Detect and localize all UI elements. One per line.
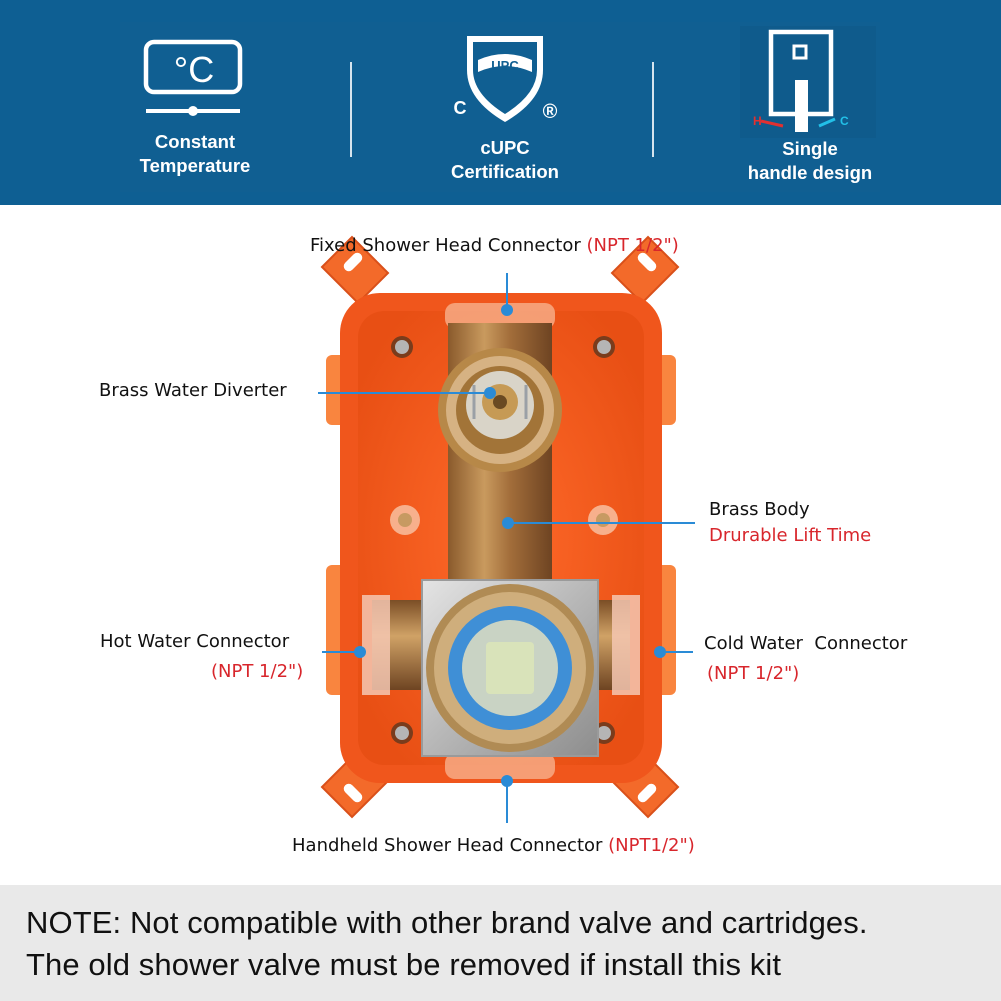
feature-label-line2: Certification xyxy=(451,161,559,182)
note-line-1: NOTE: Not compatible with other brand va… xyxy=(26,905,868,940)
feature-constant-temperature: °C Constant Temperature xyxy=(80,22,310,192)
cupc-badge-c: C xyxy=(454,98,467,118)
callout-label: Brass Water Diverter xyxy=(99,380,287,401)
banner-divider xyxy=(652,62,654,157)
cupc-badge-top: UPC xyxy=(491,58,519,73)
feature-label-line1: Single xyxy=(782,138,838,159)
valve-diagram: Fixed Shower Head Connector (NPT 1/2") B… xyxy=(0,205,1001,885)
callout-brass-body: Brass Body xyxy=(709,499,810,520)
callout-label: Brass Body xyxy=(709,499,810,520)
callout-spec: (NPT 1/2") xyxy=(586,235,679,256)
feature-banner: °C Constant Temperature UPC C ® cUPC Cer… xyxy=(0,0,1001,205)
callout-hot-water-connector: Hot Water Connector xyxy=(100,631,289,652)
valve-illustration xyxy=(318,235,695,823)
compatibility-note: NOTE: Not compatible with other brand va… xyxy=(0,885,1001,1001)
feature-label-line1: cUPC xyxy=(480,137,530,158)
callout-hot-water-spec: (NPT 1/2") xyxy=(211,661,304,682)
single-handle-icon: H C xyxy=(740,26,876,138)
celsius-symbol: °C xyxy=(174,49,214,90)
callout-cold-water-connector: Cold Water Connector xyxy=(704,633,907,654)
feature-label-line1: Constant xyxy=(154,131,236,152)
hot-mark: H xyxy=(753,114,762,128)
callout-label: Hot Water Connector xyxy=(100,631,290,652)
callout-label: Fixed Shower Head Connector xyxy=(310,235,581,256)
note-line-2: The old shower valve must be removed if … xyxy=(26,947,782,982)
feature-banner-inner: °C Constant Temperature UPC C ® cUPC Cer… xyxy=(120,22,880,192)
feature-cupc-certification: UPC C ® cUPC Certification xyxy=(390,22,620,192)
feature-label-line2: Temperature xyxy=(139,155,251,176)
callout-brass-body-sub: Drurable Lift Time xyxy=(709,525,872,546)
cold-mark: C xyxy=(840,114,849,128)
callout-label: Handheld Shower Head Connector xyxy=(292,835,603,856)
callout-spec: (NPT1/2") xyxy=(608,835,695,856)
callout-fixed-shower-head: Fixed Shower Head Connector (NPT 1/2") xyxy=(310,235,679,256)
cupc-badge-registered: ® xyxy=(543,101,558,123)
cupc-shield-icon: UPC C ® xyxy=(454,36,558,123)
feature-single-handle: H C Single handle design xyxy=(695,22,925,192)
thermometer-celsius-icon: °C xyxy=(143,39,243,116)
banner-divider xyxy=(350,62,352,157)
callout-cold-water-spec: (NPT 1/2") xyxy=(707,663,800,684)
feature-label-line2: handle design xyxy=(747,162,873,183)
callout-label: Cold Water Connector xyxy=(704,633,908,654)
callout-handheld-shower-head: Handheld Shower Head Connector (NPT1/2") xyxy=(292,835,695,856)
callout-brass-water-diverter: Brass Water Diverter xyxy=(99,380,287,401)
